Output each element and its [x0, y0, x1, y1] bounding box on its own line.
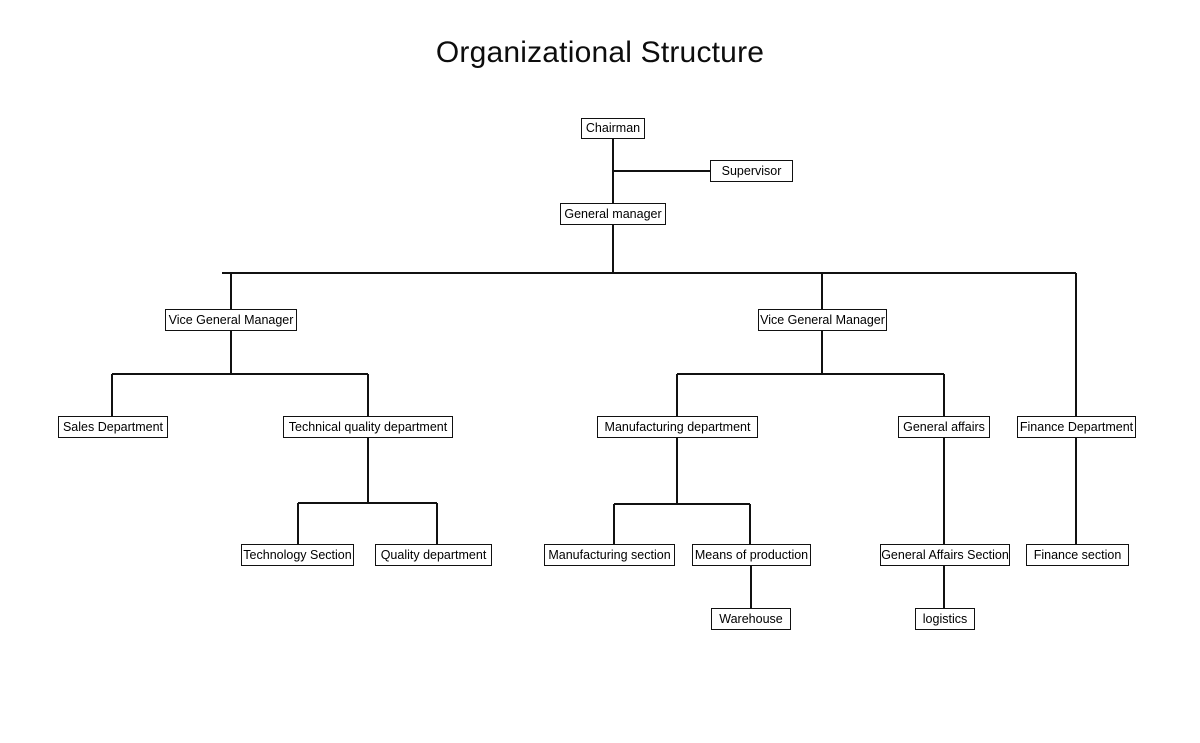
org-node-technology-section[interactable]: Technology Section: [241, 544, 354, 566]
org-node-technical-quality[interactable]: Technical quality department: [283, 416, 453, 438]
org-node-supervisor[interactable]: Supervisor: [710, 160, 793, 182]
org-node-label: Sales Department: [62, 419, 164, 434]
org-node-finance-department[interactable]: Finance Department: [1017, 416, 1136, 438]
org-node-label: General affairs: [903, 419, 985, 434]
org-node-vgm-right[interactable]: Vice General Manager: [758, 309, 887, 331]
org-node-label: Warehouse: [719, 611, 783, 626]
org-node-label: Technical quality department: [288, 419, 448, 434]
org-node-label: Manufacturing section: [548, 547, 671, 562]
org-node-label: Finance Department: [1019, 419, 1134, 434]
org-node-label: logistics: [922, 611, 968, 626]
org-node-general-affairs-sec[interactable]: General Affairs Section: [880, 544, 1010, 566]
page-title: Organizational Structure: [435, 36, 765, 69]
org-node-label: Technology Section: [243, 547, 352, 562]
org-node-vgm-left[interactable]: Vice General Manager: [165, 309, 297, 331]
org-node-label: Vice General Manager: [168, 312, 294, 327]
org-node-general-affairs[interactable]: General affairs: [898, 416, 990, 438]
org-node-manufacturing-dept[interactable]: Manufacturing department: [597, 416, 758, 438]
org-node-warehouse[interactable]: Warehouse: [711, 608, 791, 630]
org-node-label: Quality department: [380, 547, 487, 562]
org-node-label: General manager: [564, 206, 662, 221]
org-node-label: Vice General Manager: [760, 312, 885, 327]
org-node-label: General Affairs Section: [881, 547, 1009, 562]
org-node-sales-department[interactable]: Sales Department: [58, 416, 168, 438]
org-node-general-manager[interactable]: General manager: [560, 203, 666, 225]
org-node-finance-section[interactable]: Finance section: [1026, 544, 1129, 566]
org-node-manufacturing-sect[interactable]: Manufacturing section: [544, 544, 675, 566]
org-node-label: Chairman: [585, 121, 641, 136]
org-node-chairman[interactable]: Chairman: [581, 118, 645, 139]
org-node-label: Finance section: [1033, 547, 1122, 562]
org-node-logistics[interactable]: logistics: [915, 608, 975, 630]
org-node-label: Supervisor: [721, 163, 782, 178]
org-node-means-of-production[interactable]: Means of production: [692, 544, 811, 566]
org-node-label: Means of production: [694, 547, 809, 562]
org-node-label: Manufacturing department: [604, 419, 751, 434]
org-node-quality-department[interactable]: Quality department: [375, 544, 492, 566]
